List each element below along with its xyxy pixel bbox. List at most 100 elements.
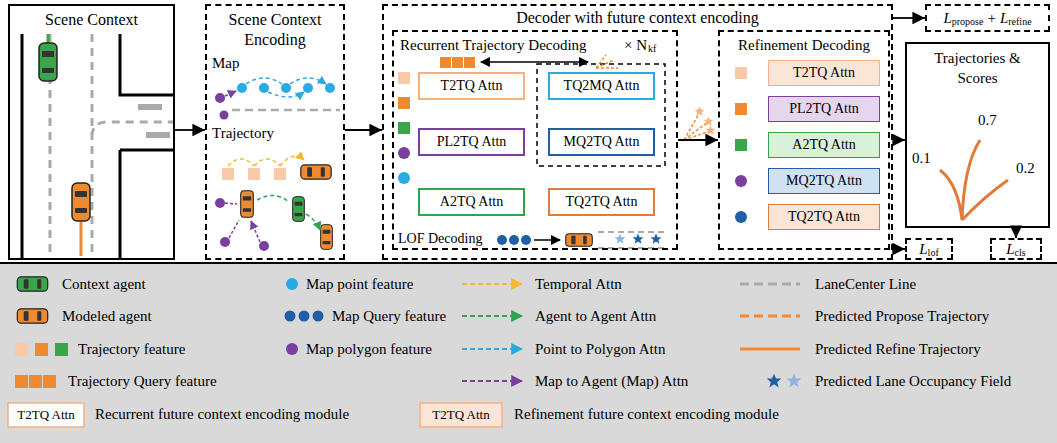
panel-title: Trajectories & Scores bbox=[928, 48, 1028, 88]
road-scene bbox=[146, 132, 170, 138]
flow-arrow bbox=[893, 139, 905, 141]
refinement-decor bbox=[735, 139, 747, 151]
road-scene bbox=[50, 34, 173, 258]
trajectory-encoding bbox=[321, 225, 333, 250]
attention-module: TQ2TQ Attn bbox=[768, 204, 880, 230]
legend-samples bbox=[35, 343, 48, 356]
legend-text: Refinement future context encoding modul… bbox=[514, 404, 779, 424]
recurrent-decor bbox=[398, 122, 410, 134]
recurrent-decor bbox=[509, 235, 519, 245]
proposal-fan bbox=[684, 112, 710, 140]
legend-samples bbox=[767, 374, 781, 388]
legend-samples bbox=[8, 403, 84, 427]
attention-module: MQ2TQ Attn bbox=[768, 168, 880, 194]
trajectory-encoding bbox=[222, 168, 234, 180]
proposal-fan bbox=[706, 126, 716, 135]
legend-samples bbox=[787, 374, 801, 388]
recurrent-decor bbox=[464, 57, 475, 68]
legend-text: Point to Polygon Attn bbox=[535, 339, 665, 359]
score-value: 0.7 bbox=[978, 110, 997, 130]
loss-box: Llof bbox=[905, 238, 953, 260]
predicted-trajectories bbox=[940, 140, 1008, 220]
flow-arrow bbox=[1015, 228, 1017, 238]
recurrent-panel: Recurrent Trajectory DecodingT2TQ AttnTQ… bbox=[392, 30, 678, 250]
refinement-decor bbox=[735, 175, 747, 187]
refinement-decor bbox=[735, 103, 747, 115]
attention-module: T2TQ Attn bbox=[418, 72, 525, 100]
trajectory-encoding bbox=[301, 165, 331, 179]
attention-module: PL2TQ Attn bbox=[418, 128, 525, 156]
trajectory-encoding bbox=[220, 237, 230, 247]
legend-samples bbox=[286, 278, 298, 290]
legend-samples bbox=[15, 343, 28, 356]
repeat-label: × N bbox=[624, 36, 647, 54]
module-label: TQ2TQ Attn bbox=[788, 208, 860, 226]
legend-text: Map polygon feature bbox=[306, 339, 432, 359]
panel-title: Scene Context bbox=[16, 10, 167, 30]
legend-samples bbox=[8, 277, 801, 427]
trajectory-encoding bbox=[293, 197, 305, 222]
road-scene bbox=[22, 34, 173, 258]
legend-text: LaneCenter Line bbox=[815, 274, 916, 294]
legend-samples bbox=[462, 348, 522, 350]
legend-text: Trajectory Query feature bbox=[68, 371, 217, 391]
attention-module: TQ2MQ Attn bbox=[548, 72, 655, 100]
map-encoding bbox=[281, 83, 291, 93]
recurrent-decor bbox=[398, 97, 410, 109]
trajectory-encoding bbox=[215, 156, 332, 251]
flow-arrow bbox=[175, 129, 205, 131]
legend-text: Modeled agent bbox=[62, 306, 152, 326]
recurrent-decor bbox=[398, 147, 410, 159]
legend-samples bbox=[286, 343, 298, 355]
map-encoding bbox=[215, 93, 225, 103]
module-label: T2TQ Attn bbox=[793, 64, 855, 82]
map-encoding bbox=[215, 78, 340, 120]
road-scene bbox=[22, 34, 173, 258]
panel-title: Refinement Decoding bbox=[726, 36, 882, 54]
legend-sample-label: T2TQ Attn bbox=[420, 403, 502, 427]
legend-samples bbox=[740, 283, 800, 286]
loss-subscript: propose bbox=[952, 16, 984, 28]
loss-subscript: cls bbox=[1015, 247, 1026, 259]
legend-text: Temporal Attn bbox=[535, 274, 622, 294]
module-label: L bbox=[1006, 240, 1014, 258]
flow-arrow bbox=[893, 248, 905, 250]
loss-box: Lcls bbox=[990, 238, 1042, 260]
legend-samples bbox=[43, 375, 56, 388]
module-label: TQ2MQ Attn bbox=[564, 77, 640, 95]
legend-band bbox=[0, 263, 1057, 443]
scene-context-panel: Scene Context bbox=[8, 4, 175, 260]
proposal-fan bbox=[695, 107, 705, 116]
road-scene bbox=[72, 183, 90, 221]
panel-title: Decoder with future context encoding bbox=[390, 9, 885, 27]
module-label: A2TQ Attn bbox=[792, 136, 855, 154]
road-scene bbox=[138, 104, 162, 110]
repeat-subscript: kf bbox=[648, 43, 656, 55]
legend-samples bbox=[462, 380, 522, 382]
refinement-panel: Refinement DecodingT2TQ AttnPL2TQ AttnA2… bbox=[718, 30, 890, 250]
legend-samples bbox=[15, 375, 28, 388]
attention-module: T2TQ Attn bbox=[768, 60, 880, 86]
legend-band bbox=[0, 263, 1057, 443]
module-label: L bbox=[1000, 9, 1008, 27]
map-encoding bbox=[259, 83, 269, 93]
section-label: Trajectory bbox=[212, 124, 274, 142]
road-scene bbox=[39, 43, 57, 81]
flow-arrow bbox=[678, 139, 718, 141]
module-label: + bbox=[987, 9, 995, 27]
legend-samples bbox=[55, 343, 68, 356]
module-label: PL2TQ Attn bbox=[437, 133, 507, 151]
legend-text: Agent to Agent Attn bbox=[535, 306, 656, 326]
attention-module: PL2TQ Attn bbox=[768, 96, 880, 122]
recurrent-decor bbox=[398, 72, 410, 84]
legend-samples bbox=[420, 403, 502, 427]
recurrent-decor bbox=[534, 239, 560, 241]
loss-subscript: lof bbox=[928, 247, 939, 259]
map-encoding bbox=[303, 83, 313, 93]
recurrent-decor bbox=[537, 64, 665, 166]
trajectory-encoding bbox=[257, 195, 320, 230]
trajectory-encoding bbox=[259, 241, 269, 251]
module-label: PL2TQ Attn bbox=[789, 100, 859, 118]
recurrent-decor bbox=[615, 234, 626, 244]
